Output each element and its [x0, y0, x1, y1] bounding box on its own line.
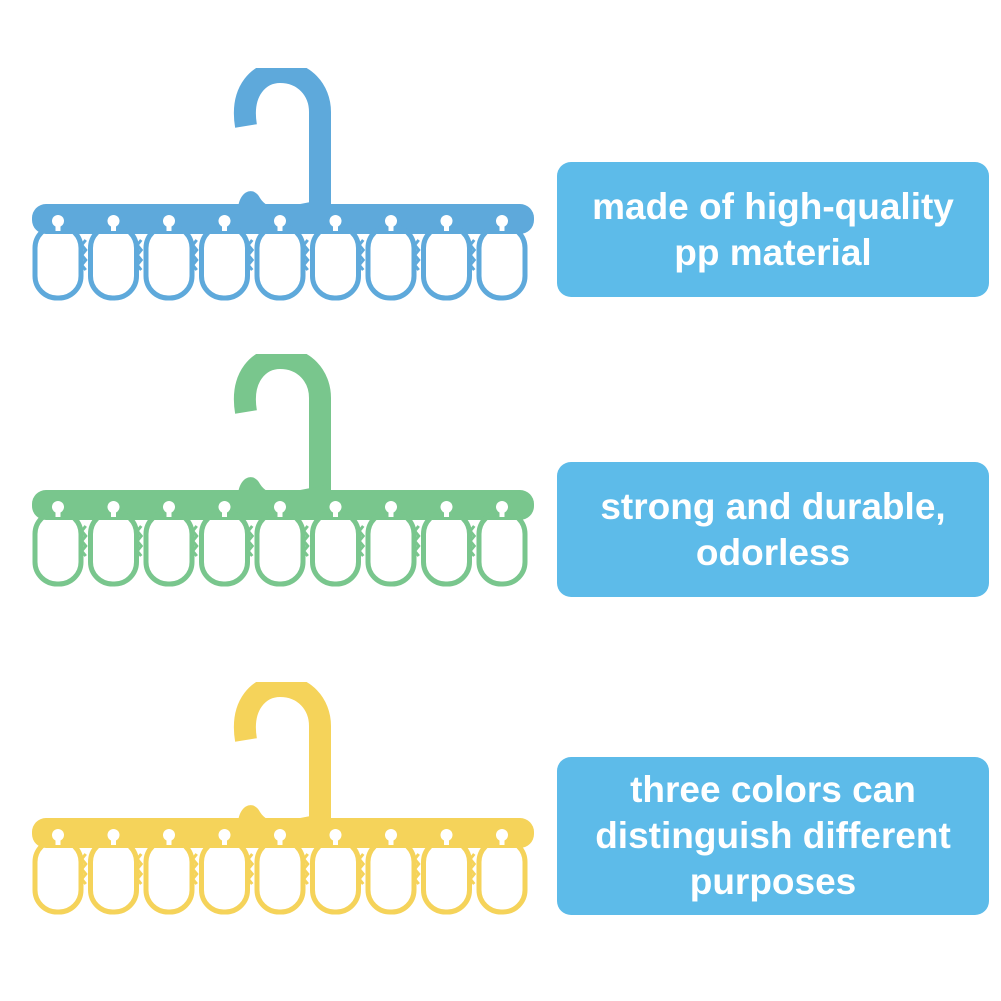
hanger-grip: [135, 853, 144, 885]
hanger-grip: [468, 853, 477, 885]
hanger-loop: [365, 223, 417, 301]
hanger-grip: [468, 239, 477, 271]
hanger-grip: [468, 525, 477, 557]
hanger-grip: [246, 239, 255, 271]
hanger-loop: [88, 509, 139, 587]
hanger-grip: [190, 239, 199, 271]
hanger-keyhole-slot: [111, 835, 116, 845]
hanger-loop: [365, 837, 417, 915]
hanger-grip: [412, 239, 421, 271]
hanger-hook: [233, 354, 331, 494]
hanger-keyhole-slot: [55, 221, 61, 231]
hanger-loop: [143, 509, 195, 587]
hanger-grip: [357, 853, 366, 885]
hanger-keyhole-slot: [333, 221, 338, 231]
hanger-grip: [412, 525, 421, 557]
hanger-keyhole-slot: [166, 221, 172, 231]
hanger-keyhole-slot: [55, 835, 61, 845]
hanger-loop: [88, 837, 139, 915]
hanger-keyhole-slot: [166, 507, 172, 517]
hanger-keyhole-slot: [222, 221, 227, 231]
hanger-grip: [79, 525, 88, 557]
hanger-loop: [476, 223, 528, 301]
callout-colors-line-1: three colors can: [630, 769, 916, 810]
hanger-yellow: [28, 682, 538, 922]
hanger-loop: [476, 837, 528, 915]
hanger-loop: [143, 223, 195, 301]
hanger-grip: [357, 525, 366, 557]
hanger-loop: [310, 223, 361, 301]
hanger-keyhole-slot: [499, 507, 505, 517]
hanger-keyhole-slot: [499, 221, 505, 231]
hanger-keyhole-slot: [333, 507, 338, 517]
callout-material-line-2: pp material: [674, 231, 872, 273]
hanger-loop: [310, 509, 361, 587]
hanger-keyhole-slot: [222, 835, 227, 845]
callout-colors-line-3: purposes: [689, 861, 857, 902]
callout-durable-line-1: strong and durable,: [600, 485, 946, 527]
hanger-blue: [28, 68, 538, 308]
hanger-loop: [254, 509, 306, 587]
callout-material: made of high-quality pp material: [557, 162, 989, 297]
hanger-loop: [199, 509, 250, 587]
hanger-loop: [310, 837, 361, 915]
hanger-grip: [412, 853, 421, 885]
hanger-grip: [190, 853, 199, 885]
hanger-keyhole-slot: [333, 835, 338, 845]
hanger-grip: [135, 239, 144, 271]
hanger-yellow-illustration: [32, 682, 534, 915]
hanger-keyhole-slot: [222, 507, 227, 517]
hanger-keyhole-slot: [166, 835, 172, 845]
hanger-loop: [421, 509, 472, 587]
hanger-loop: [32, 223, 84, 301]
hanger-loop: [88, 223, 139, 301]
hanger-keyhole-slot: [277, 221, 283, 231]
hanger-keyhole-slot: [277, 835, 283, 845]
hanger-keyhole-slot: [444, 835, 449, 845]
hanger-keyhole-slot: [55, 507, 61, 517]
hanger-green: [28, 354, 538, 594]
hanger-keyhole-slot: [111, 507, 116, 517]
hanger-keyhole-slot: [388, 221, 394, 231]
hanger-loop: [365, 509, 417, 587]
hanger-loop: [254, 223, 306, 301]
hanger-grip: [135, 525, 144, 557]
callout-colors-line-2: distinguish different: [595, 815, 951, 856]
hanger-grip: [301, 853, 310, 885]
hanger-loop: [143, 837, 195, 915]
hanger-loop: [199, 223, 250, 301]
hanger-keyhole-slot: [444, 221, 449, 231]
hanger-grip: [301, 525, 310, 557]
hanger-keyhole-slot: [388, 835, 394, 845]
hanger-keyhole-slot: [444, 507, 449, 517]
callout-material-line-1: made of high-quality: [592, 185, 954, 227]
hanger-grip: [246, 853, 255, 885]
hanger-grip: [246, 525, 255, 557]
hanger-keyhole-slot: [111, 221, 116, 231]
hanger-hook: [233, 68, 331, 208]
callout-durable-line-2: odorless: [695, 531, 851, 573]
hanger-grip: [79, 239, 88, 271]
hanger-loop: [421, 223, 472, 301]
callout-durable: strong and durable, odorless: [557, 462, 989, 597]
hanger-grip: [301, 239, 310, 271]
hanger-loop: [32, 509, 84, 587]
hanger-loop: [254, 837, 306, 915]
hanger-loop: [476, 509, 528, 587]
hanger-loop: [32, 837, 84, 915]
callout-colors: three colors can distinguish different p…: [557, 757, 989, 915]
hanger-loop: [421, 837, 472, 915]
hanger-keyhole-slot: [499, 835, 505, 845]
hanger-grip: [79, 853, 88, 885]
hanger-green-illustration: [32, 354, 534, 587]
hanger-keyhole-slot: [277, 507, 283, 517]
hanger-blue-illustration: [32, 68, 534, 301]
hanger-loop: [199, 837, 250, 915]
hanger-keyhole-slot: [388, 507, 394, 517]
hanger-hook: [233, 682, 331, 822]
hanger-grip: [357, 239, 366, 271]
hanger-grip: [190, 525, 199, 557]
